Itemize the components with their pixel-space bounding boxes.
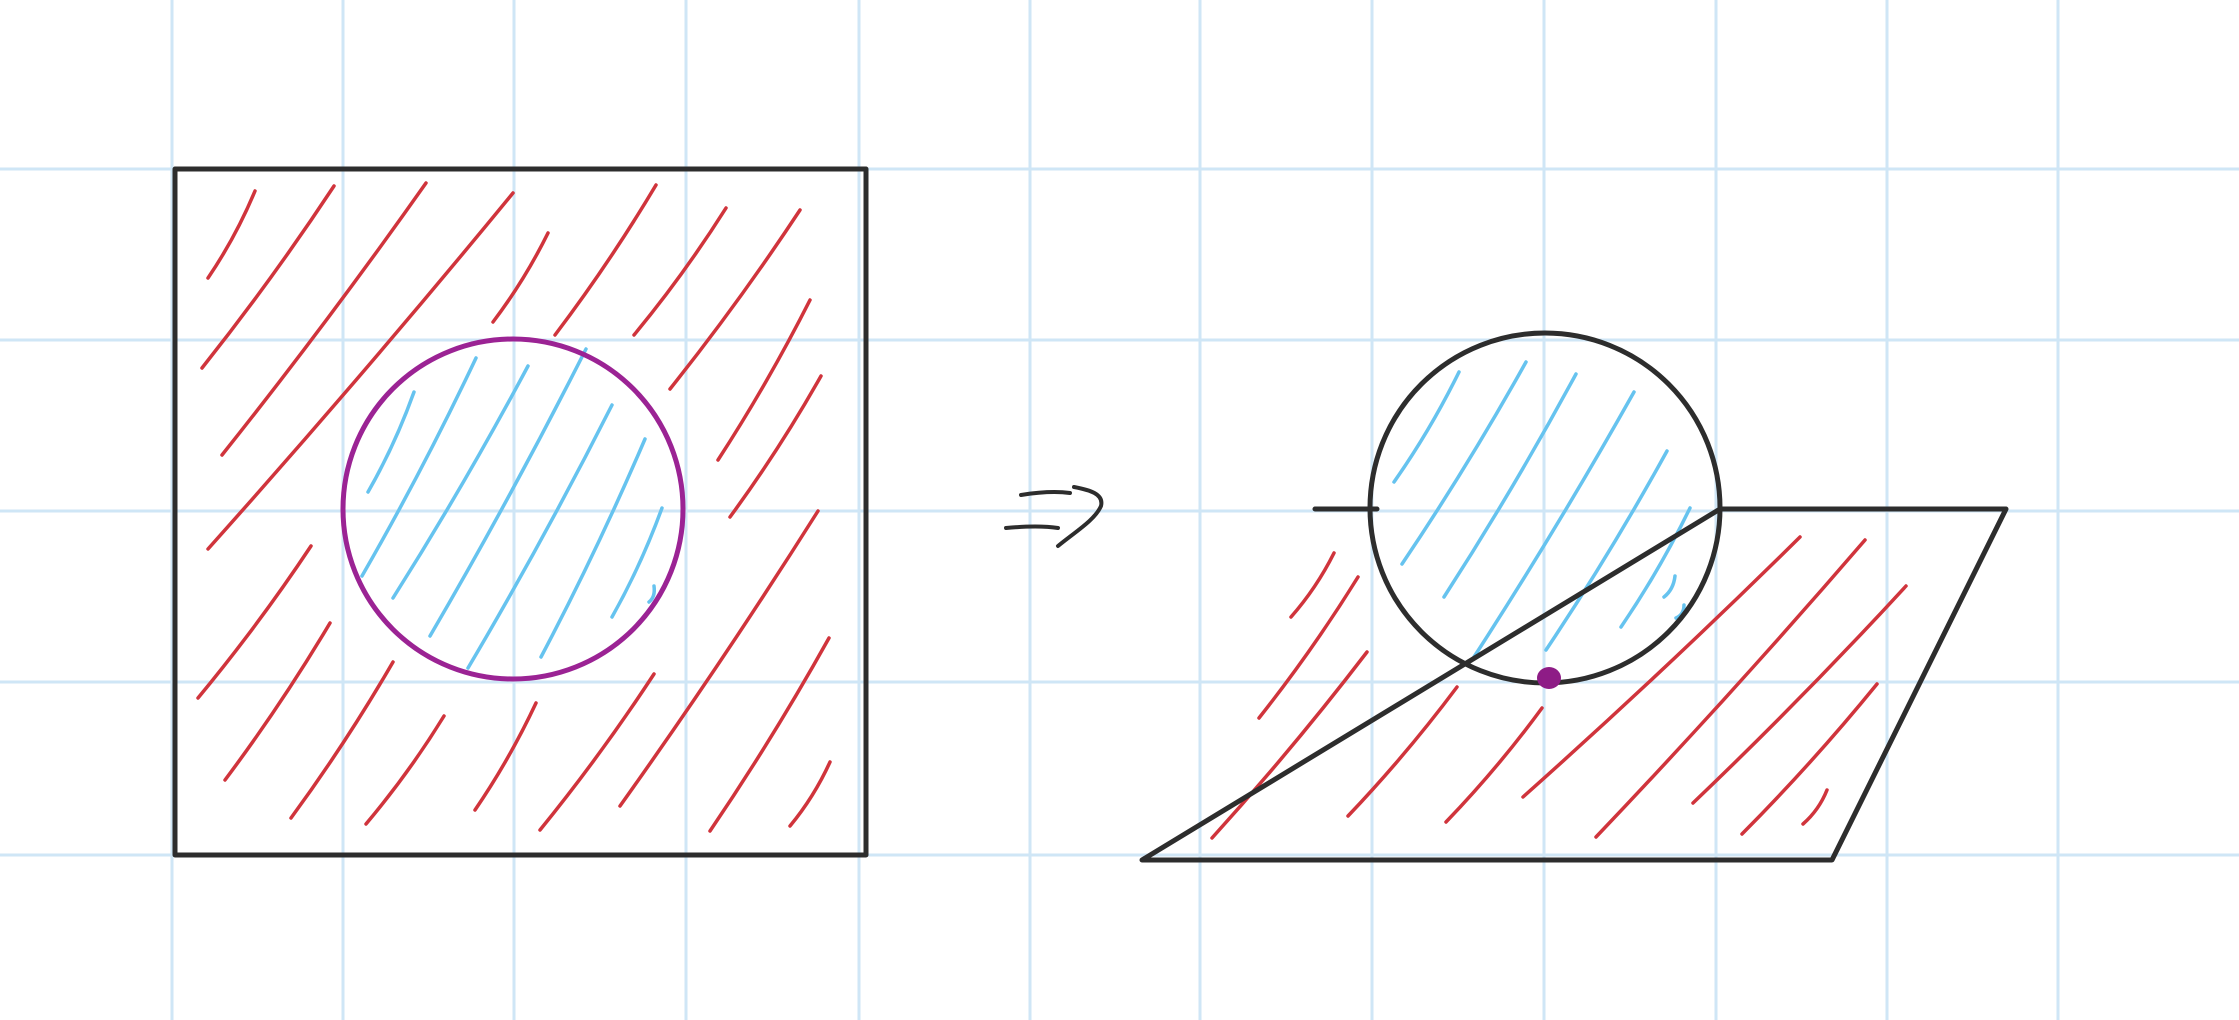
- blue-hatch-stroke: [1619, 506, 1692, 629]
- red-hatch-stroke: [196, 544, 313, 700]
- blue-hatch-stroke: [366, 390, 416, 494]
- red-hatch-stroke: [788, 760, 832, 828]
- sphere-blue-hatching: [1392, 360, 1692, 662]
- left-square-red-hatching: [196, 181, 832, 833]
- blue-hatch-stroke: [1400, 360, 1528, 566]
- red-hatch-stroke: [708, 636, 831, 833]
- red-hatch-stroke: [491, 231, 550, 324]
- red-hatch-stroke: [1289, 551, 1336, 619]
- red-hatch-stroke: [1691, 584, 1908, 805]
- blue-hatch-stroke: [466, 403, 614, 670]
- red-hatch-stroke: [223, 621, 332, 782]
- blue-hatch-stroke: [647, 584, 656, 604]
- blue-hatch-stroke: [1392, 370, 1461, 484]
- red-hatch-stroke: [632, 206, 728, 337]
- red-hatch-stroke: [1444, 706, 1544, 824]
- contact-point-dot: [1537, 667, 1561, 689]
- right-figure: [1139, 330, 2009, 863]
- red-hatch-stroke: [1346, 685, 1459, 818]
- red-hatch-stroke: [1801, 788, 1829, 826]
- red-hatch-stroke: [1210, 650, 1369, 840]
- red-hatch-stroke: [618, 509, 820, 808]
- red-hatch-stroke: [1521, 535, 1802, 799]
- red-hatch-stroke: [220, 181, 428, 457]
- plane-parallelogram-outline: [1139, 506, 2009, 863]
- blue-hatch-stroke: [391, 364, 530, 600]
- red-hatch-stroke: [1257, 575, 1360, 720]
- left-circle-outline: [340, 336, 686, 682]
- red-hatch-stroke: [206, 191, 515, 551]
- red-hatch-stroke: [728, 374, 823, 519]
- blue-hatch-stroke: [610, 506, 664, 619]
- plane-red-hatching: [1210, 535, 1908, 840]
- red-hatch-stroke: [200, 184, 336, 370]
- red-hatch-stroke: [716, 298, 812, 462]
- blue-hatch-stroke: [539, 437, 647, 659]
- blue-hatch-stroke: [1544, 449, 1669, 652]
- blue-hatch-stroke: [1470, 390, 1636, 662]
- red-hatch-stroke: [473, 701, 538, 812]
- red-hatch-stroke: [289, 660, 395, 820]
- red-hatch-stroke: [538, 672, 656, 832]
- blue-hatch-stroke: [360, 356, 478, 578]
- red-hatch-stroke: [668, 208, 802, 391]
- implies-arrow-icon: [1004, 485, 1104, 548]
- left-circle-blue-hatching: [360, 347, 664, 670]
- left-square-outline: [172, 166, 869, 858]
- red-hatch-stroke: [364, 714, 446, 826]
- red-hatch-stroke: [553, 183, 658, 337]
- red-hatch-stroke: [1594, 538, 1867, 839]
- blue-hatch-stroke: [1442, 372, 1578, 599]
- red-hatch-stroke: [1740, 682, 1879, 836]
- red-hatch-stroke: [206, 189, 257, 280]
- blue-hatch-stroke: [1662, 574, 1677, 599]
- left-figure: [172, 166, 869, 858]
- blue-hatch-stroke: [428, 347, 588, 638]
